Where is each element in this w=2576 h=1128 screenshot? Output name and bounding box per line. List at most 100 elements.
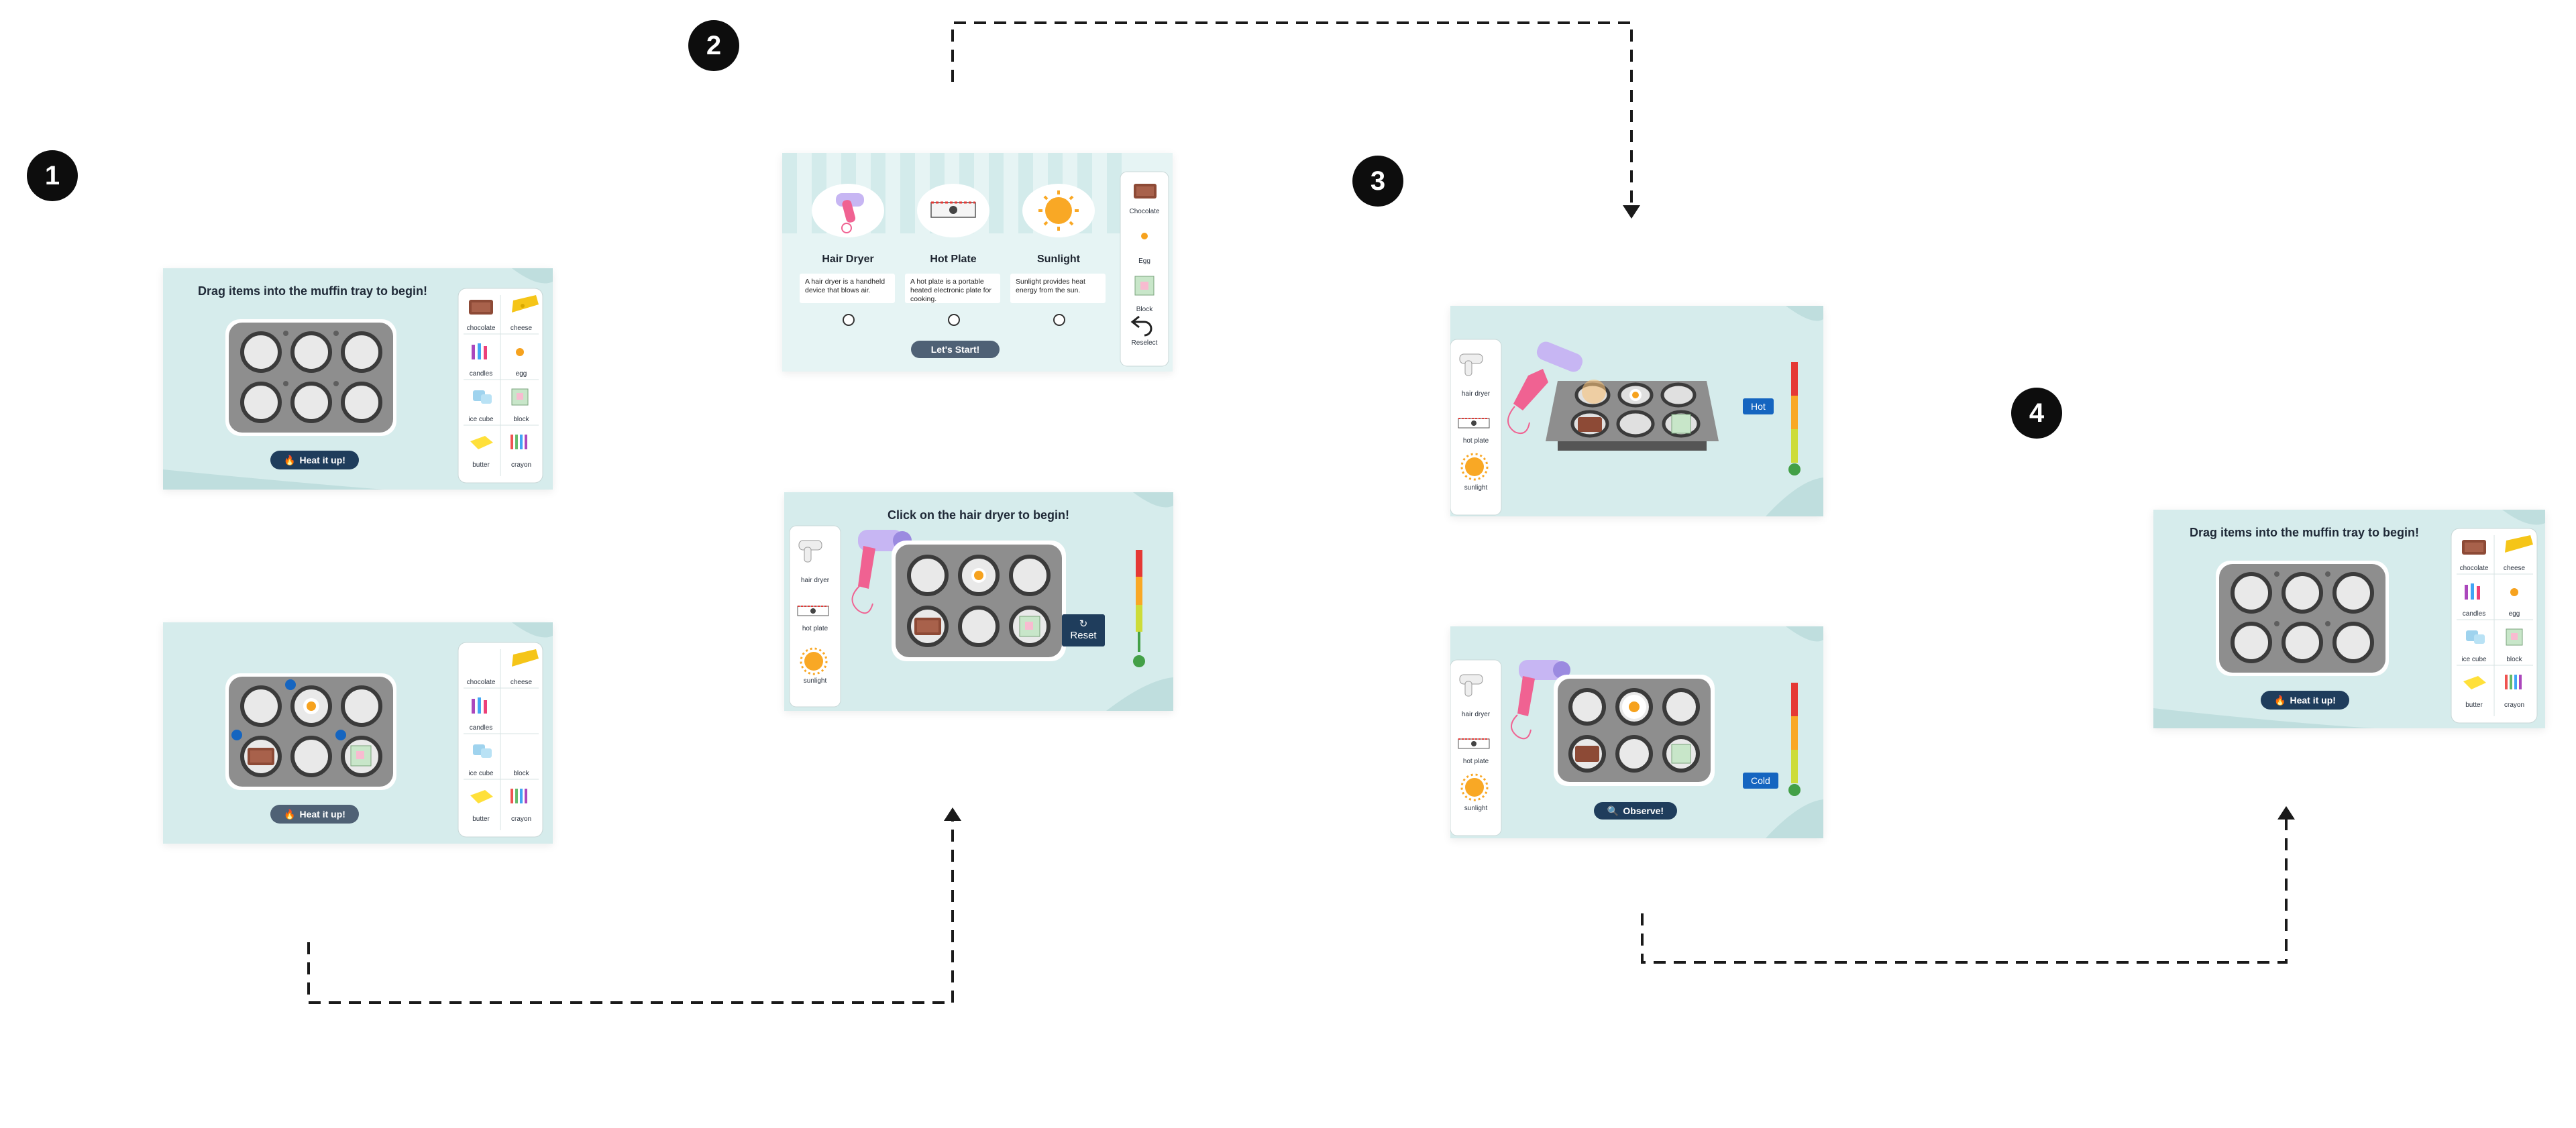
palette-label-crayon: crayon [511,461,531,469]
step-3-badge: 3 [1352,156,1403,207]
thermometer [1788,683,1801,796]
side-label-sunlight: sunlight [1464,805,1488,812]
palette-label-chocolate: chocolate [2459,565,2489,572]
chocolate-in-tray [248,748,274,765]
lets-start-button[interactable]: Let's Start! [911,341,1000,358]
side-label-hot-plate: hot plate [1462,758,1489,765]
palette-label-butter: butter [2465,701,2483,709]
screen-1b-art [225,622,553,838]
sun-tool-icon [1460,453,1489,481]
screen-3a-art [1450,306,1823,516]
screen-3b-observe-cold: Cold 🔍 Observe! hair dryer hot plate sunl… [1450,626,1823,838]
candles-icon [2465,583,2480,600]
chocolate-icon [1134,184,1157,199]
side-label-hot-plate: hot plate [1462,437,1489,445]
heat-it-up-button[interactable]: 🔥Heat it up! [2261,691,2349,710]
connector-2-to-3 [951,21,1633,211]
screen-2b-art [789,492,1173,711]
flame-icon: 🔥 [284,808,296,820]
butter-icon [470,436,493,449]
muffin-tray[interactable] [892,541,1066,661]
butter-icon [470,790,493,803]
heat-it-up-button[interactable]: 🔥Heat it up! [270,451,359,469]
muffin-tray[interactable] [225,319,396,436]
arrowhead-down-2 [1623,205,1640,219]
palette-label-butter: butter [472,461,490,469]
side-label-sunlight: sunlight [803,677,827,685]
thermometer [1133,550,1145,667]
screen-3b-art [1450,626,1823,838]
ice-cube-icon [2466,630,2485,644]
magnifier-icon: 🔍 [1607,805,1619,816]
hair-dryer-tool-icon [1459,353,1483,376]
screen-4-title: Drag items into the muffin tray to begin… [2190,526,2420,539]
palette-label-block: block [2506,656,2522,663]
remove-markers [231,679,346,740]
palette-label-crayon: crayon [511,815,531,823]
arrowhead-up-1 [944,807,961,821]
step-4-badge: 4 [2011,388,2062,439]
option-title-sunlight: Sunlight [1037,253,1080,265]
reselect-icon [1130,315,1152,337]
muffin-tray[interactable] [1554,675,1715,786]
hair-dryer-tool-icon[interactable] [798,540,822,563]
screen-2a-choose-heat-source: Hair Dryer Hot Plate Sunlight A hair dry… [782,153,1173,372]
hot-plate-tool-icon[interactable] [797,606,829,616]
hair-dryer-device[interactable] [1511,660,1570,740]
temperature-tag-hot: Hot [1743,398,1774,414]
sun-tool-icon[interactable] [800,647,828,675]
observe-button[interactable]: 🔍 Observe! [1594,802,1677,820]
hot-plate-option-icon[interactable] [917,184,989,237]
block-in-tray [350,745,372,767]
side-label-chocolate: Chocolate [1129,208,1160,215]
cheese-icon [512,649,539,667]
ice-cube-icon [473,390,492,404]
heat-it-up-label: Heat it up! [299,455,345,465]
muffin-tray[interactable] [225,673,396,790]
hair-dryer-tool-icon [1459,674,1483,697]
palette-label-ice-cube: ice cube [468,770,494,777]
screen-2b-title: Click on the hair dryer to begin! [888,508,1070,522]
option-desc-hot-plate: A hot plate is a portable heated electro… [905,274,1000,303]
screen-1a-drag-items: Drag items into the muffin tray to begin… [163,268,553,490]
hair-dryer-device[interactable] [1507,339,1606,435]
arrowhead-up-3 [2277,806,2295,820]
side-label-hair-dryer: hair dryer [1461,711,1491,718]
muffin-tray[interactable] [2216,561,2389,676]
observe-label: Observe! [1623,805,1664,816]
option-title-hair-dryer: Hair Dryer [822,253,874,265]
hair-dryer-option-icon[interactable] [812,184,884,237]
reselect-button[interactable]: Reselect [1131,339,1158,347]
muffin-tray[interactable] [1546,381,1719,451]
cheese-icon [2505,535,2533,553]
screen-4-restart: Drag items into the muffin tray to begin… [2153,510,2545,728]
chocolate-icon [469,300,493,315]
radio-sunlight[interactable] [1053,314,1065,326]
palette-label-crayon: crayon [2504,701,2524,709]
screen-1b-items-placed: 🔥Heat it up! chocolate cheese candles ic… [163,622,553,844]
block-icon [1134,276,1155,296]
temperature-tag-cold: Cold [1743,773,1778,789]
palette-label-egg: egg [515,370,527,378]
reset-button[interactable]: ↻ Reset [1062,614,1105,646]
chocolate-icon [2462,540,2486,555]
egg-icon [2506,584,2522,600]
step-1-badge: 1 [27,150,78,201]
palette-label-candles: candles [469,370,493,378]
palette-label-block: block [513,416,529,423]
palette-label-chocolate: chocolate [466,679,496,686]
butter-icon [2463,676,2486,689]
reset-icon: ↻ [1079,618,1088,630]
radio-hot-plate[interactable] [948,314,960,326]
thermometer [1788,362,1801,475]
palette-label-butter: butter [472,815,490,823]
screen-4-art [2153,510,2545,728]
flame-icon: 🔥 [2274,694,2286,706]
palette-label-cheese: cheese [510,325,533,332]
heat-it-up-button[interactable]: 🔥Heat it up! [270,805,359,824]
sun-option-icon[interactable] [1022,184,1095,237]
connector-3-to-4 [1641,818,2288,964]
radio-hair-dryer[interactable] [843,314,855,326]
hot-plate-tool-icon [1458,418,1490,429]
